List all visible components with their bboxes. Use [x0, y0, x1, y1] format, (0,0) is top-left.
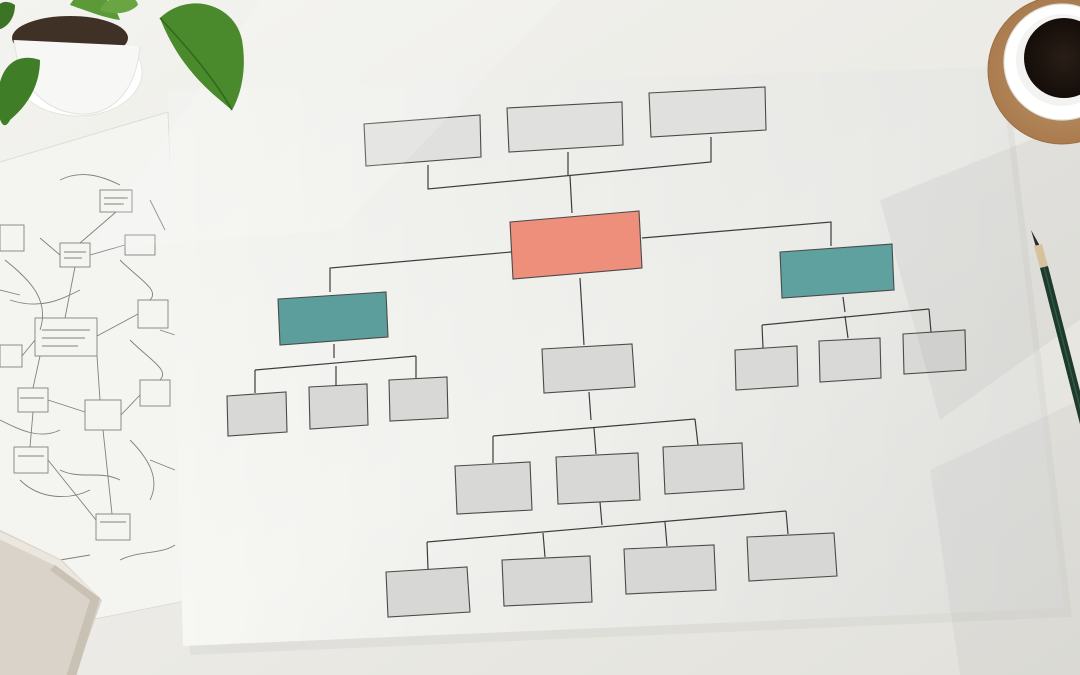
- org-node-left-child-3: [388, 376, 449, 422]
- org-node-left-child-1: [226, 391, 288, 437]
- org-node-bottom-1: [385, 566, 471, 618]
- potted-plant: [0, 0, 244, 126]
- notebook: [0, 529, 102, 675]
- org-node-left-child-2: [308, 383, 369, 430]
- org-node-middle-child-1: [454, 461, 533, 515]
- org-node-top-2: [506, 101, 624, 153]
- org-node-middle-child-3: [662, 442, 745, 495]
- coffee-cup: [987, 0, 1080, 145]
- org-node-bottom-2: [501, 555, 593, 607]
- connector-lines: [254, 137, 932, 570]
- org-node-middle: [541, 343, 636, 394]
- org-node-bottom-4: [746, 532, 838, 582]
- org-node-right-child-2: [818, 337, 882, 383]
- plant-leaf: [0, 1, 15, 30]
- org-chart-boxes: [226, 86, 967, 618]
- org-node-right-child-3: [902, 329, 967, 375]
- org-node-bottom-3: [623, 544, 717, 595]
- plant-leaf: [100, 0, 138, 14]
- org-node-right-child-1: [734, 345, 799, 391]
- org-node-top-3: [648, 86, 767, 138]
- org-node-center: [509, 210, 643, 280]
- org-node-left-branch: [277, 291, 389, 346]
- light-overlay: [90, 0, 1080, 420]
- org-node-top-1: [363, 114, 482, 167]
- plant-leaf: [0, 58, 40, 126]
- org-node-right-branch: [779, 243, 895, 299]
- org-node-middle-child-2: [555, 452, 641, 505]
- sketch-scribbles: [0, 174, 176, 561]
- pencil: [1031, 230, 1080, 425]
- plant-leaf: [160, 3, 244, 110]
